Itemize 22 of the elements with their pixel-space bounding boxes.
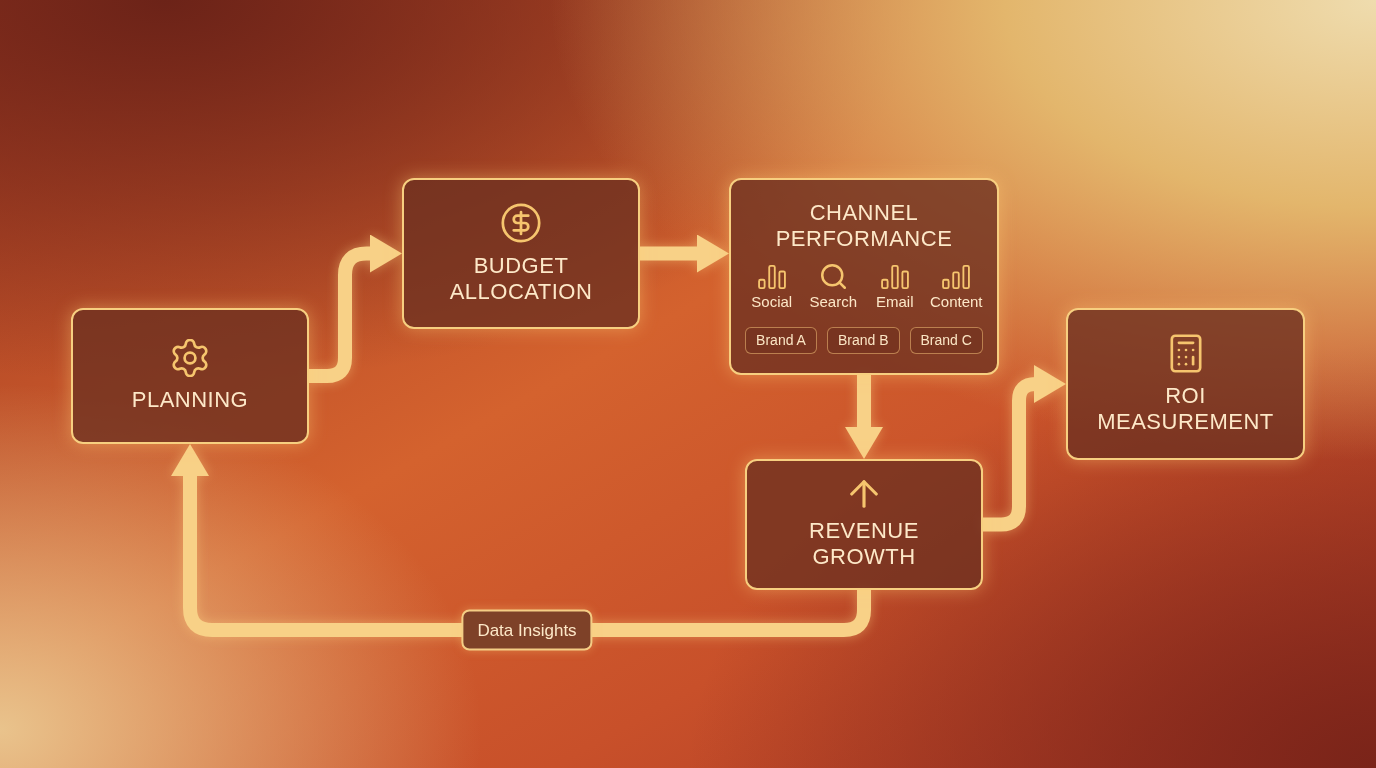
node-title: ROI MEASUREMENT xyxy=(1096,382,1275,435)
node-title: PLANNING xyxy=(131,387,249,413)
channel-label: Search xyxy=(809,292,857,311)
brand-tag: Brand C xyxy=(909,326,983,354)
process-box xyxy=(402,178,640,329)
arrow xyxy=(309,234,402,383)
arrow xyxy=(983,365,1066,532)
channel-label: Email xyxy=(876,292,914,311)
brand-tag: Brand B xyxy=(826,326,900,354)
process-box xyxy=(1066,308,1305,460)
process-box xyxy=(729,178,999,375)
node-title: CHANNEL PERFORMANCE xyxy=(774,199,954,252)
edge-label: Data Insights xyxy=(461,609,593,651)
channel-label: Content xyxy=(929,292,983,311)
process-box xyxy=(71,308,309,444)
arrow xyxy=(845,375,883,459)
arrow xyxy=(640,234,729,273)
node-title: REVENUE GROWTH xyxy=(808,517,920,570)
brand-tag: Brand A xyxy=(745,326,817,354)
node-title: BUDGET ALLOCATION xyxy=(448,252,594,305)
channel-label: Social xyxy=(751,292,793,311)
process-box xyxy=(745,459,983,590)
